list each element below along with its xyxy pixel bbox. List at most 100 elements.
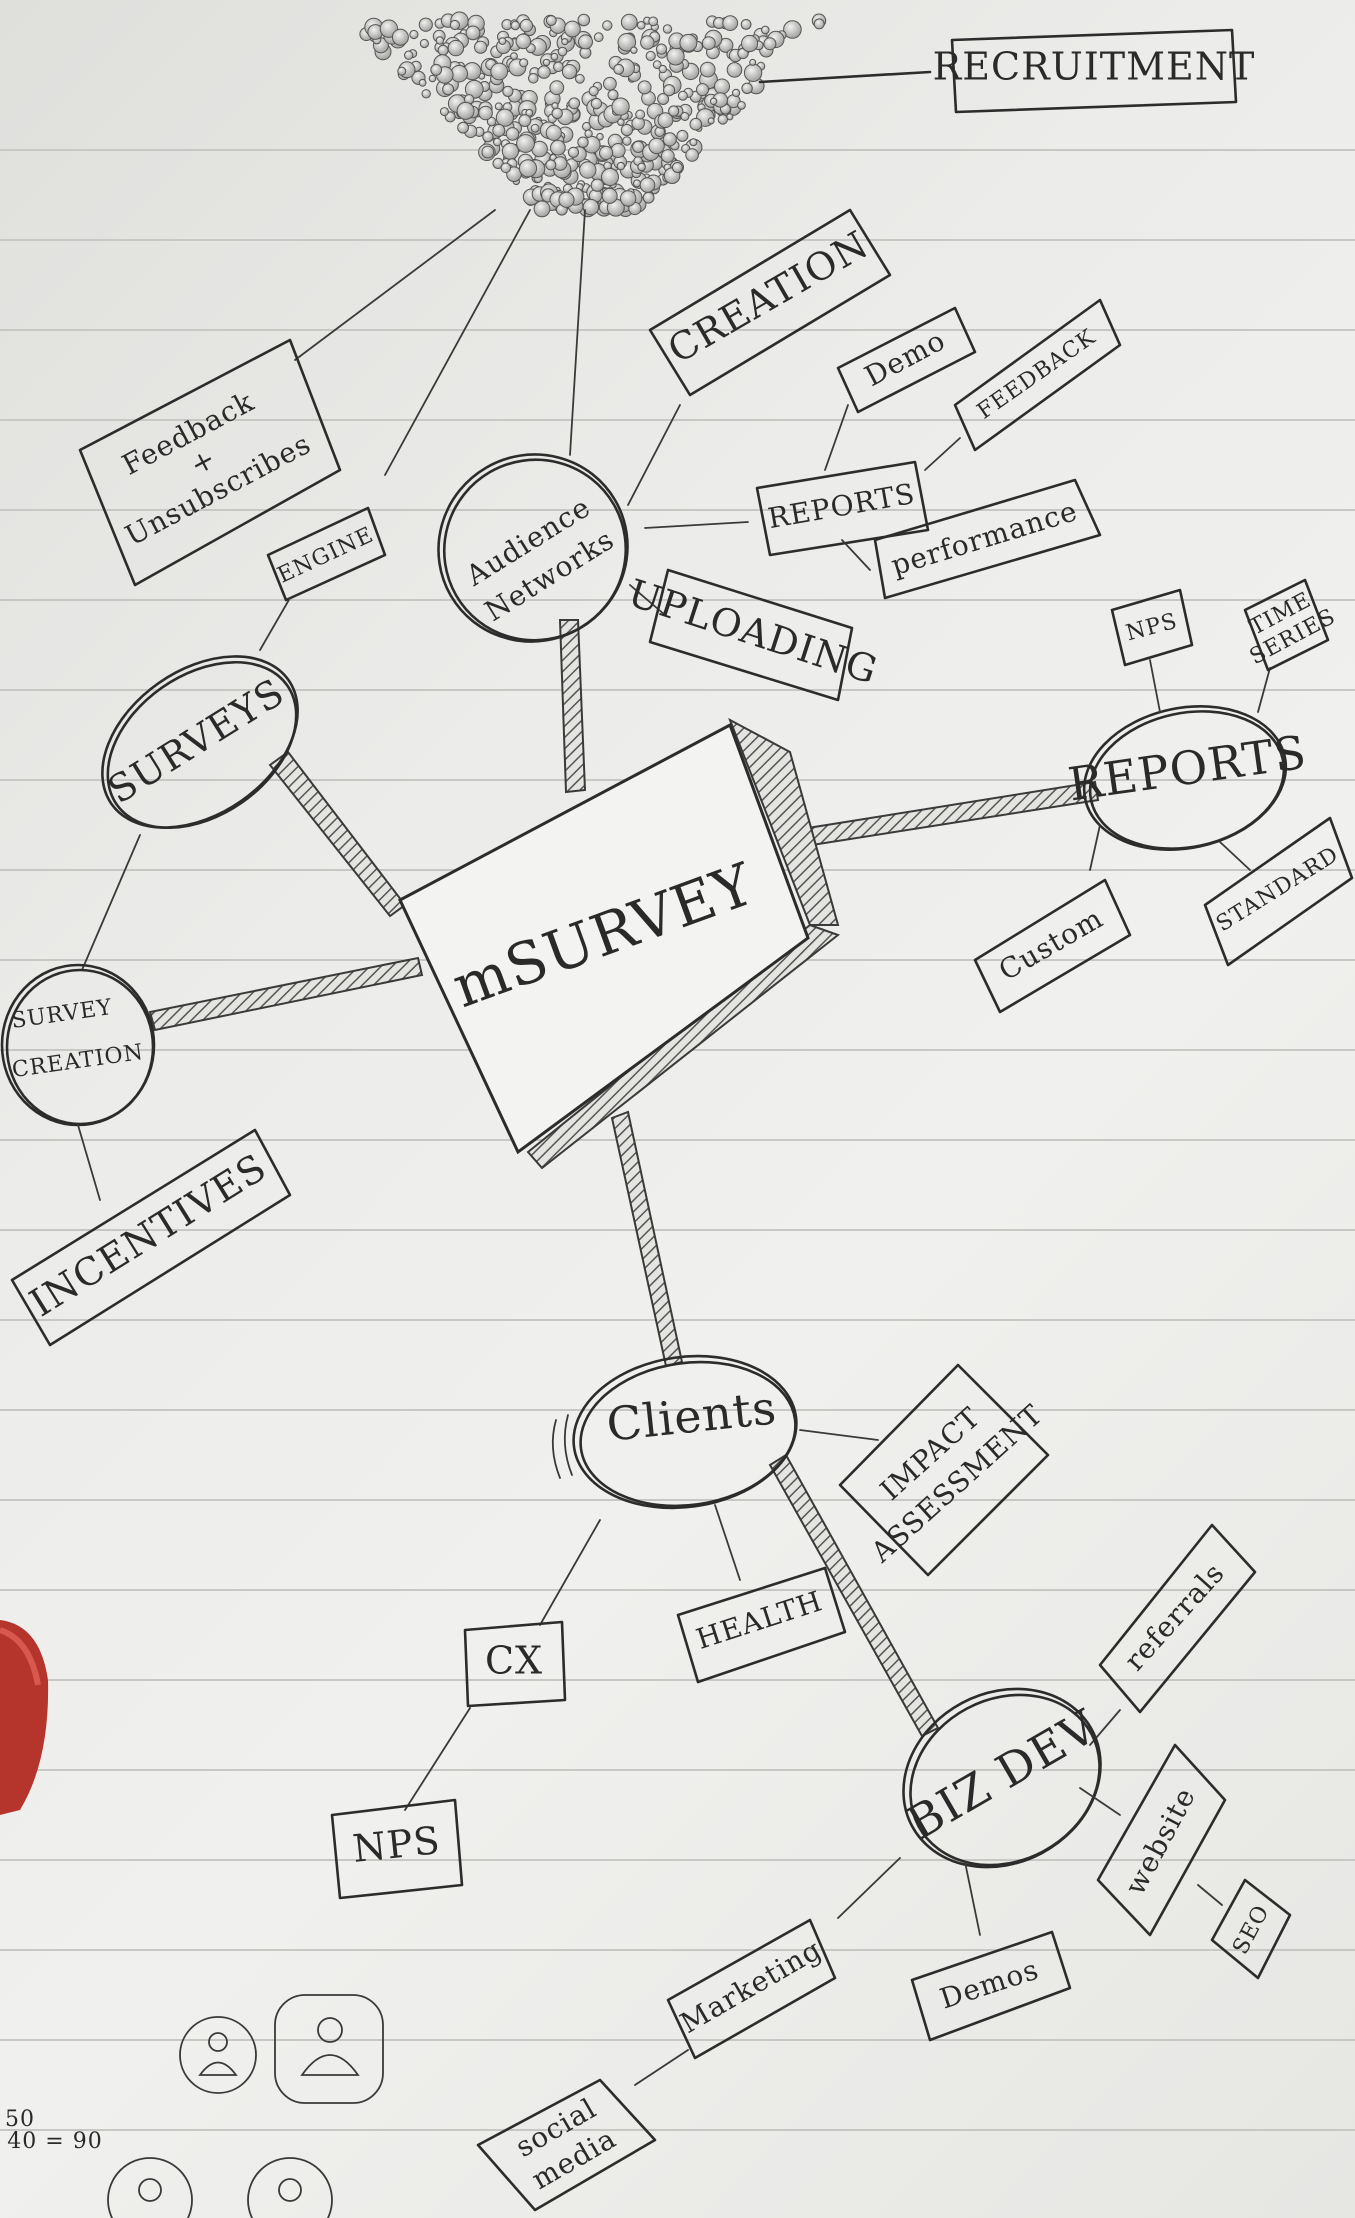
cloud-bubble: [464, 79, 484, 99]
cloud-bubble: [510, 20, 520, 31]
standard-label: STANDARD: [1212, 842, 1343, 937]
cloud-bubble: [481, 145, 495, 159]
cloud-bubble: [500, 162, 512, 174]
cloud-bubble: [639, 177, 656, 193]
engine-label: ENGINE: [274, 522, 378, 588]
marketing-label: Marketing: [675, 1933, 828, 2040]
survey-creation-line1: SURVEY: [10, 995, 114, 1034]
impact-assessment-node: IMPACT ASSESSMENT: [838, 1363, 1049, 1577]
cloud-bubble: [689, 138, 698, 147]
clients-label: Clients: [604, 1380, 779, 1452]
social-media-node: social media: [476, 2078, 657, 2212]
cloud-bubble: [578, 34, 593, 50]
cloud-bubble: [648, 137, 665, 155]
margin-note-line2: 40 = 90: [7, 2129, 102, 2154]
cloud-bubble: [610, 143, 626, 158]
cloud-bubble: [561, 38, 569, 46]
cloud-bubble: [447, 39, 465, 57]
cloud-bubble: [663, 84, 676, 97]
nps-top-label: NPS: [1123, 609, 1180, 647]
margin-note-line1: 50: [5, 2107, 35, 2132]
cloud-bubble: [397, 66, 407, 76]
cloud-bubble: [679, 33, 698, 52]
cloud-bubble: [668, 105, 680, 117]
cloud-bubble: [701, 36, 716, 50]
cloud-bubble: [582, 198, 600, 216]
surveys-node: SURVEYS: [100, 655, 299, 830]
feedback-node: FEEDBACK: [953, 298, 1122, 452]
cloud-bubble: [599, 145, 614, 160]
cloud-bubble: [553, 61, 564, 73]
msurvey-center-node: mSURVEY: [398, 717, 841, 1170]
cloud-bubble: [660, 149, 675, 163]
cloud-bubble: [722, 15, 739, 32]
cloud-bubble: [689, 117, 703, 131]
person-icon-large: [274, 1994, 384, 2104]
health-node: HEALTH: [676, 1566, 847, 1684]
engine-node: ENGINE: [266, 506, 387, 602]
person-icon-bottom-2: [247, 2157, 333, 2218]
cloud-bubble: [645, 50, 656, 62]
cx-node: CX: [463, 1620, 567, 1708]
reports-big-node: REPORTS: [1065, 705, 1310, 851]
demos-label: Demos: [936, 1953, 1043, 2016]
cloud-bubble: [783, 20, 802, 39]
cloud-bubble: [726, 62, 743, 78]
person-icon-small: [179, 2016, 257, 2094]
cloud-bubble: [584, 129, 593, 138]
cloud-bubble: [636, 21, 646, 30]
cloud-bubble: [696, 83, 709, 97]
cloud-bubble: [545, 124, 562, 141]
cloud-bubble: [421, 89, 431, 99]
cloud-bubble: [590, 97, 603, 110]
cloud-bubble: [630, 46, 638, 54]
cloud-bubble: [637, 80, 652, 95]
fingertip: [0, 1620, 49, 1815]
marketing-node: Marketing: [666, 1918, 837, 2060]
cloud-bubble: [564, 20, 581, 38]
ghost-writing: [0, 149, 1355, 2131]
cloud-bubble: [478, 105, 493, 121]
cloud-bubble: [428, 74, 437, 83]
cloud-bubble: [714, 78, 730, 95]
reports-small-label: REPORTS: [766, 477, 918, 535]
cloud-bubble: [549, 80, 565, 96]
cloud-bubble: [601, 168, 619, 186]
cloud-bubble: [662, 24, 673, 34]
cloud-bubble: [635, 109, 646, 120]
cloud-bubble: [677, 90, 688, 101]
cloud-bubble: [717, 114, 728, 125]
cloud-bubble: [510, 52, 518, 60]
cloud-bubble: [519, 58, 529, 68]
cloud-bubble: [551, 107, 563, 120]
cloud-bubble: [590, 178, 604, 192]
cloud-bubble: [528, 73, 539, 84]
cloud-bubble: [741, 34, 759, 53]
cloud-bubble: [482, 131, 494, 143]
referrals-node: referrals: [1098, 1523, 1257, 1714]
cloud-bubble: [666, 47, 685, 66]
nps-top-node: NPS: [1110, 588, 1194, 667]
cloud-bubble: [490, 62, 509, 81]
cloud-bubble: [449, 19, 460, 31]
cloud-bubble: [533, 200, 551, 218]
feedback-label: FEEDBACK: [973, 325, 1101, 425]
cloud-bubble: [732, 88, 741, 98]
reports-big-label: REPORTS: [1065, 725, 1310, 812]
cloud-bubble: [601, 187, 618, 204]
cloud-bubble: [685, 148, 699, 162]
cloud-bubble: [617, 118, 625, 126]
cloud-bubble: [648, 16, 659, 27]
cloud-bubble: [505, 127, 520, 141]
cloud-bubble: [418, 17, 433, 32]
cloud-bubble: [456, 101, 475, 120]
cloud-bubble: [437, 44, 449, 56]
demo-node: Demo: [836, 306, 977, 414]
cloud-bubble: [657, 112, 674, 129]
cloud-bubble: [530, 123, 540, 133]
cloud-bubble: [495, 108, 514, 127]
demos-node: Demos: [910, 1930, 1072, 2042]
cloud-bubble: [567, 146, 580, 158]
creation-top-node: CREATION: [648, 208, 892, 397]
